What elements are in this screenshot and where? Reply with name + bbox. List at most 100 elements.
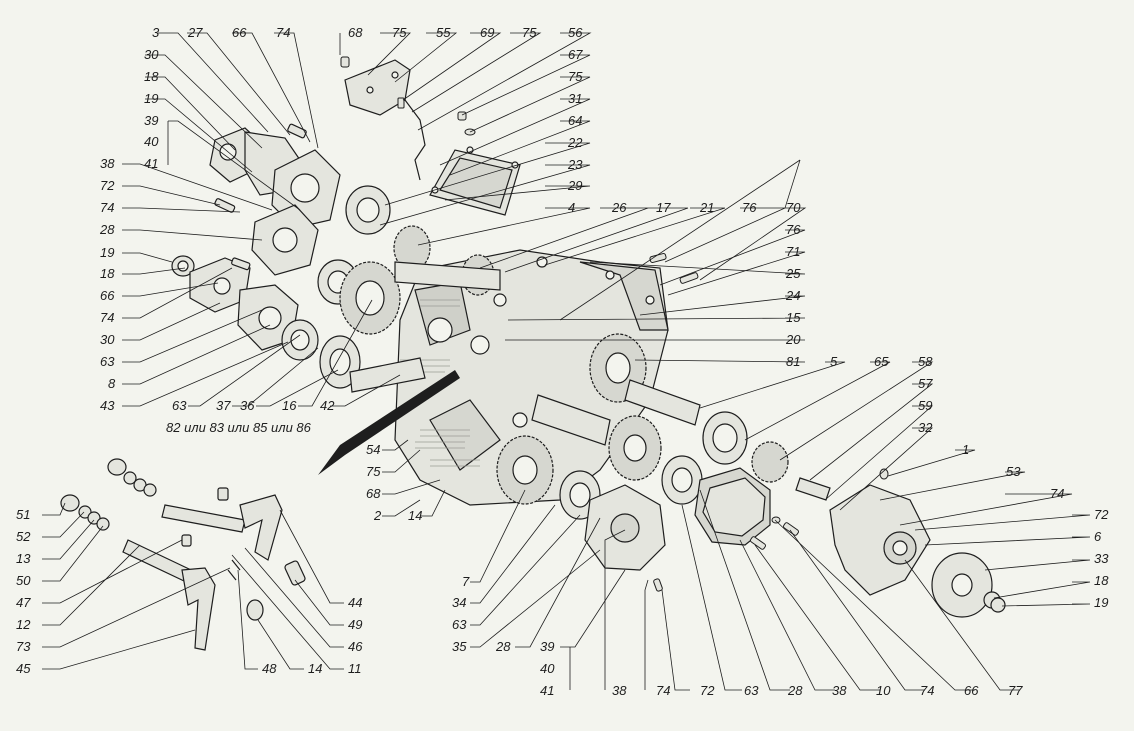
callout-label: 16	[282, 398, 297, 413]
callout-label: 74	[276, 25, 291, 40]
callout-label: 32	[918, 420, 933, 435]
upper-left-flange-group	[209, 123, 341, 276]
callout-label: 63	[100, 354, 115, 369]
callout-label: 54	[366, 442, 381, 457]
callout-label: 11	[348, 661, 362, 676]
callout-label: 35	[452, 639, 467, 654]
callout-label: 66	[964, 683, 979, 698]
callout-label: 34	[452, 595, 467, 610]
callout-label: 40	[540, 661, 555, 676]
callout-label: 46	[348, 639, 363, 654]
callout-label: 39	[144, 113, 159, 128]
callout-label: 74	[920, 683, 935, 698]
callout-label: 66	[100, 288, 115, 303]
callout-label: 20	[786, 332, 801, 347]
callout-label: 28	[788, 683, 803, 698]
callout-label: 63	[172, 398, 187, 413]
callout-label: 71	[786, 244, 801, 259]
callout-label: 8	[108, 376, 116, 391]
callout-label: 31	[568, 91, 583, 106]
callout-label: 43	[100, 398, 115, 413]
callout-label: 22	[568, 135, 583, 150]
callout-label: 10	[876, 683, 891, 698]
mounting-bracket	[344, 59, 426, 181]
callout-label: 14	[308, 661, 323, 676]
callout-label: 12	[16, 617, 31, 632]
callout-label: 57	[918, 376, 933, 391]
callout-label: 81	[786, 354, 801, 369]
callout-label: 21	[700, 200, 715, 215]
callout-label: 17	[656, 200, 671, 215]
callout-label: 68	[366, 486, 381, 501]
callout-label: 23	[568, 157, 583, 172]
shift-forks	[60, 458, 306, 651]
right-housing-group	[584, 467, 1006, 618]
callout-label: 27	[188, 25, 203, 40]
callout-label: 33	[1094, 551, 1109, 566]
callout-label: 25	[786, 266, 801, 281]
callout-label: 6	[1094, 529, 1102, 544]
callout-label: 5	[830, 354, 838, 369]
callout-label: 75	[392, 25, 407, 40]
variant-label: 82 или 83 или 85 или 86	[166, 420, 311, 435]
callout-label: 39	[540, 639, 555, 654]
callout-label: 56	[568, 25, 583, 40]
callout-label: 41	[144, 156, 159, 171]
callout-label: 36	[240, 398, 255, 413]
callout-label: 38	[100, 156, 115, 171]
callout-label: 48	[262, 661, 277, 676]
callout-label: 72	[100, 178, 115, 193]
callout-label: 77	[1008, 683, 1023, 698]
callout-label: 64	[568, 113, 583, 128]
callout-label: 67	[568, 47, 583, 62]
callout-label: 15	[786, 310, 801, 325]
callout-label: 18	[100, 266, 115, 281]
shafts	[349, 261, 831, 501]
callout-label: 41	[540, 683, 555, 698]
callout-label: 75	[522, 25, 537, 40]
callout-label: 1	[962, 442, 970, 457]
callout-label: 51	[16, 507, 31, 522]
callout-label: 14	[408, 508, 423, 523]
top-cover	[429, 146, 521, 216]
callout-label: 74	[1050, 486, 1065, 501]
callout-label: 72	[700, 683, 715, 698]
callout-label: 2	[374, 508, 382, 523]
callout-label: 13	[16, 551, 31, 566]
bearings	[281, 185, 748, 520]
callout-label: 29	[568, 178, 583, 193]
callout-label: 40	[144, 134, 159, 149]
callout-label: 49	[348, 617, 363, 632]
callout-label: 28	[496, 639, 511, 654]
callout-label: 50	[16, 573, 31, 588]
callout-label: 7	[462, 574, 470, 589]
callout-label: 66	[232, 25, 247, 40]
callout-label: 74	[100, 310, 115, 325]
callout-label: 28	[100, 222, 115, 237]
callout-label: 26	[612, 200, 627, 215]
callout-label: 63	[452, 617, 467, 632]
callout-label: 58	[918, 354, 933, 369]
variant-arrow	[318, 370, 460, 475]
callout-label: 30	[100, 332, 115, 347]
callout-label: 37	[216, 398, 231, 413]
callout-label: 30	[144, 47, 159, 62]
callout-label: 63	[744, 683, 759, 698]
callout-label: 38	[832, 683, 847, 698]
callout-label: 18	[1094, 573, 1109, 588]
callout-label: 38	[612, 683, 627, 698]
callout-label: 72	[1094, 507, 1109, 522]
callout-label: 53	[1006, 464, 1021, 479]
callout-label: 55	[436, 25, 451, 40]
callout-label: 18	[144, 69, 159, 84]
callout-label: 24	[786, 288, 801, 303]
callout-label: 76	[742, 200, 757, 215]
callout-label: 19	[1094, 595, 1109, 610]
callout-label: 76	[786, 222, 801, 237]
callout-label: 45	[16, 661, 31, 676]
callout-label: 73	[16, 639, 31, 654]
callout-label: 42	[320, 398, 335, 413]
leader-lines	[42, 32, 1091, 691]
